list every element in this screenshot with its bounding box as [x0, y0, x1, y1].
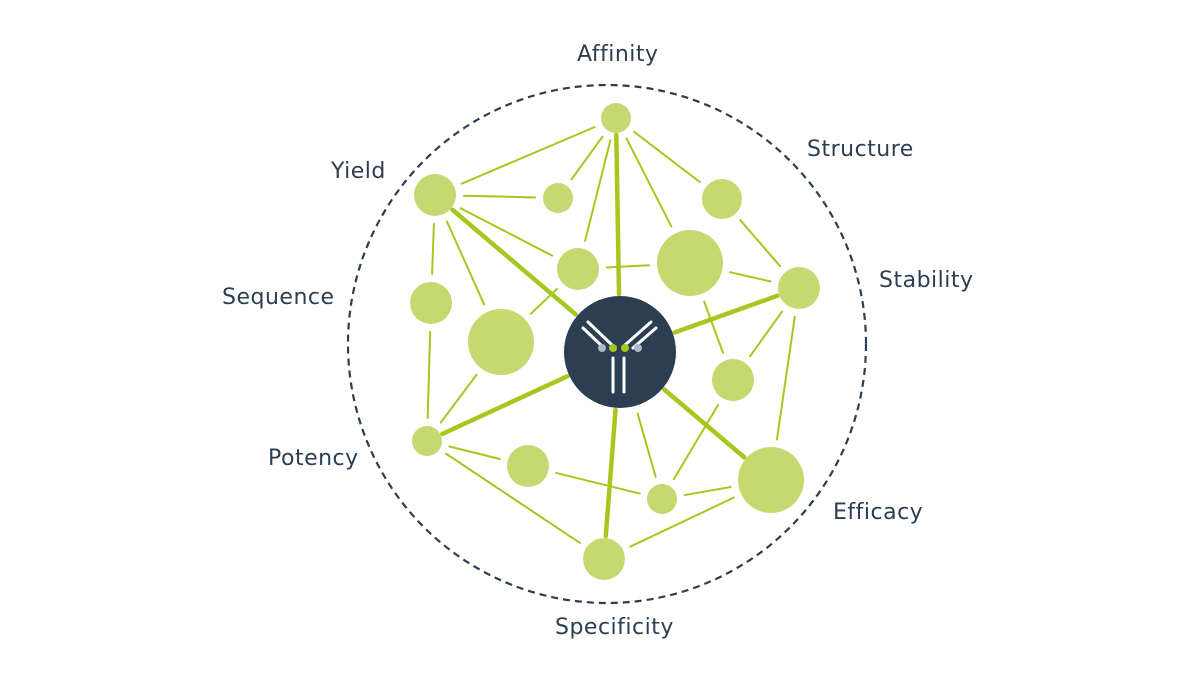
edge-B-I	[445, 220, 486, 306]
edge-B-H	[431, 222, 435, 276]
node-C	[543, 183, 573, 213]
label-specificity: Specificity	[555, 615, 674, 640]
node-M	[647, 484, 677, 514]
edge-A-F	[625, 137, 673, 228]
node-H	[410, 282, 452, 324]
edge-F-G	[728, 271, 772, 283]
edge-Z-B	[450, 207, 579, 317]
edge-A-C	[570, 135, 604, 181]
edge-Z-O	[603, 407, 618, 539]
outer-dashed-ring	[346, 83, 868, 605]
node-O	[583, 538, 625, 580]
edge-J-M	[672, 403, 720, 481]
node-A	[601, 103, 631, 133]
edge-D-G	[739, 219, 782, 268]
label-stability: Stability	[879, 268, 974, 293]
label-efficacy: Efficacy	[833, 500, 924, 525]
node-I	[468, 309, 534, 375]
edge-A-B	[460, 126, 596, 185]
edge-N-O	[629, 496, 735, 548]
node-E	[557, 248, 599, 290]
node-J	[712, 359, 754, 401]
edge-K-O	[445, 452, 581, 544]
edge-Z-A	[614, 132, 622, 297]
node-L	[507, 445, 549, 487]
label-sequence: Sequence	[222, 285, 335, 310]
edge-G-J	[748, 310, 784, 358]
antibody-icon	[564, 296, 676, 408]
edge-F-J	[703, 300, 724, 354]
edge-Z-K	[440, 374, 570, 437]
edge-A-E	[584, 139, 612, 242]
node-G	[778, 267, 820, 309]
edge-A-D	[633, 130, 701, 183]
edge-Z-G	[672, 293, 780, 335]
label-structure: Structure	[807, 137, 914, 162]
label-yield: Yield	[331, 159, 386, 184]
node-F	[657, 230, 723, 296]
label-potency: Potency	[268, 446, 359, 471]
edge-M-N	[683, 486, 732, 497]
edge-H-K	[426, 330, 432, 420]
edge-Z-N	[661, 387, 747, 460]
node-K	[412, 426, 442, 456]
edge-L-M	[555, 471, 641, 495]
edge-K-L	[448, 445, 501, 461]
edge-E-F	[605, 264, 651, 269]
edge-Z-M	[636, 412, 657, 478]
node-D	[702, 179, 742, 219]
label-affinity: Affinity	[577, 42, 659, 67]
edge-I-K	[439, 373, 478, 424]
node-N	[738, 447, 804, 513]
node-B	[414, 174, 456, 216]
edge-B-E	[459, 207, 554, 257]
edge-G-N	[775, 315, 796, 441]
edge-B-C	[462, 194, 537, 199]
